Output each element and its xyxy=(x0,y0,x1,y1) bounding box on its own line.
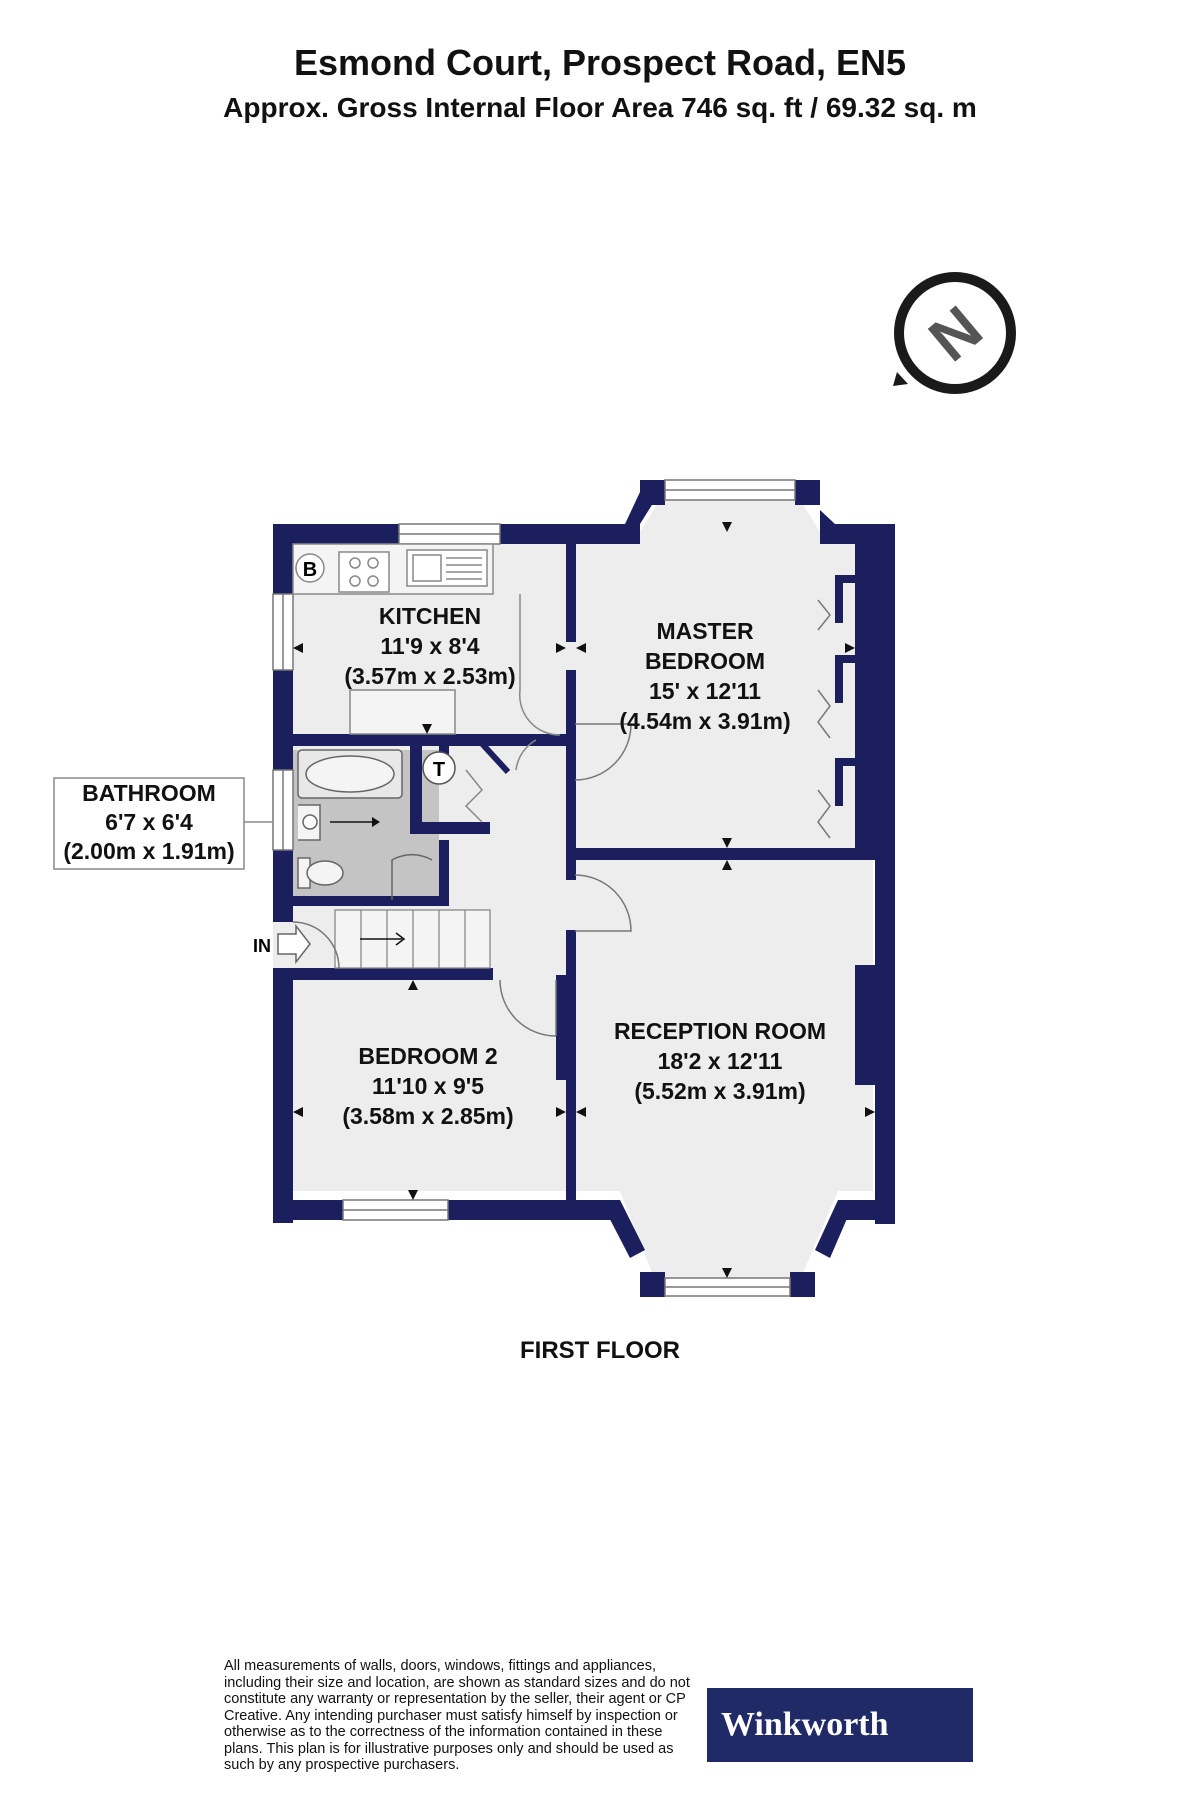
kitchen-metric: (3.57m x 2.53m) xyxy=(344,663,515,689)
boiler-icon xyxy=(295,553,325,583)
master-label-line2: BEDROOM xyxy=(645,648,765,674)
doors xyxy=(292,599,831,1037)
reception-label: RECEPTION ROOM xyxy=(614,1018,826,1044)
bathroom-callout xyxy=(53,777,245,870)
staircase xyxy=(334,909,491,969)
floor-label: FIRST FLOOR xyxy=(520,1337,680,1364)
bathroom-fittings xyxy=(297,749,433,900)
brand-logo: Winkworth xyxy=(707,1688,973,1762)
north-compass-icon: N xyxy=(893,272,1016,394)
disclaimer-text: All measurements of walls, doors, window… xyxy=(224,1658,690,1773)
walls xyxy=(273,480,895,1297)
entrance-arrow-icon xyxy=(277,923,311,965)
bedroom2-label: BEDROOM 2 xyxy=(358,1043,497,1069)
kitchen-imperial: 11'9 x 8'4 xyxy=(380,633,479,659)
bathroom-imperial: 6'7 x 6'4 xyxy=(105,809,193,835)
bathroom-metric: (2.00m x 1.91m) xyxy=(63,838,234,864)
boiler-label: B xyxy=(303,559,317,581)
windows xyxy=(272,479,796,1297)
bedroom2-imperial: 11'10 x 9'5 xyxy=(372,1073,484,1099)
reception-metric: (5.52m x 3.91m) xyxy=(634,1078,805,1104)
kitchen-units xyxy=(292,543,561,736)
master-metric: (4.54m x 3.91m) xyxy=(619,708,790,734)
plan-title: Esmond Court, Prospect Road, EN5 xyxy=(293,42,907,83)
floor-area: Approx. Gross Internal Floor Area 746 sq… xyxy=(223,92,977,123)
bathroom-label: BATHROOM xyxy=(82,780,216,806)
kitchen-label: KITCHEN xyxy=(379,603,481,629)
dimension-markers xyxy=(293,522,875,1278)
master-imperial: 15' x 12'11 xyxy=(649,678,761,704)
reception-imperial: 18'2 x 12'11 xyxy=(658,1048,783,1074)
tank-label: T xyxy=(433,759,445,781)
master-label-line1: MASTER xyxy=(656,618,754,644)
entrance-label: IN xyxy=(253,936,271,956)
bedroom2-metric: (3.58m x 2.85m) xyxy=(342,1103,513,1129)
water-tank-icon xyxy=(422,751,456,785)
